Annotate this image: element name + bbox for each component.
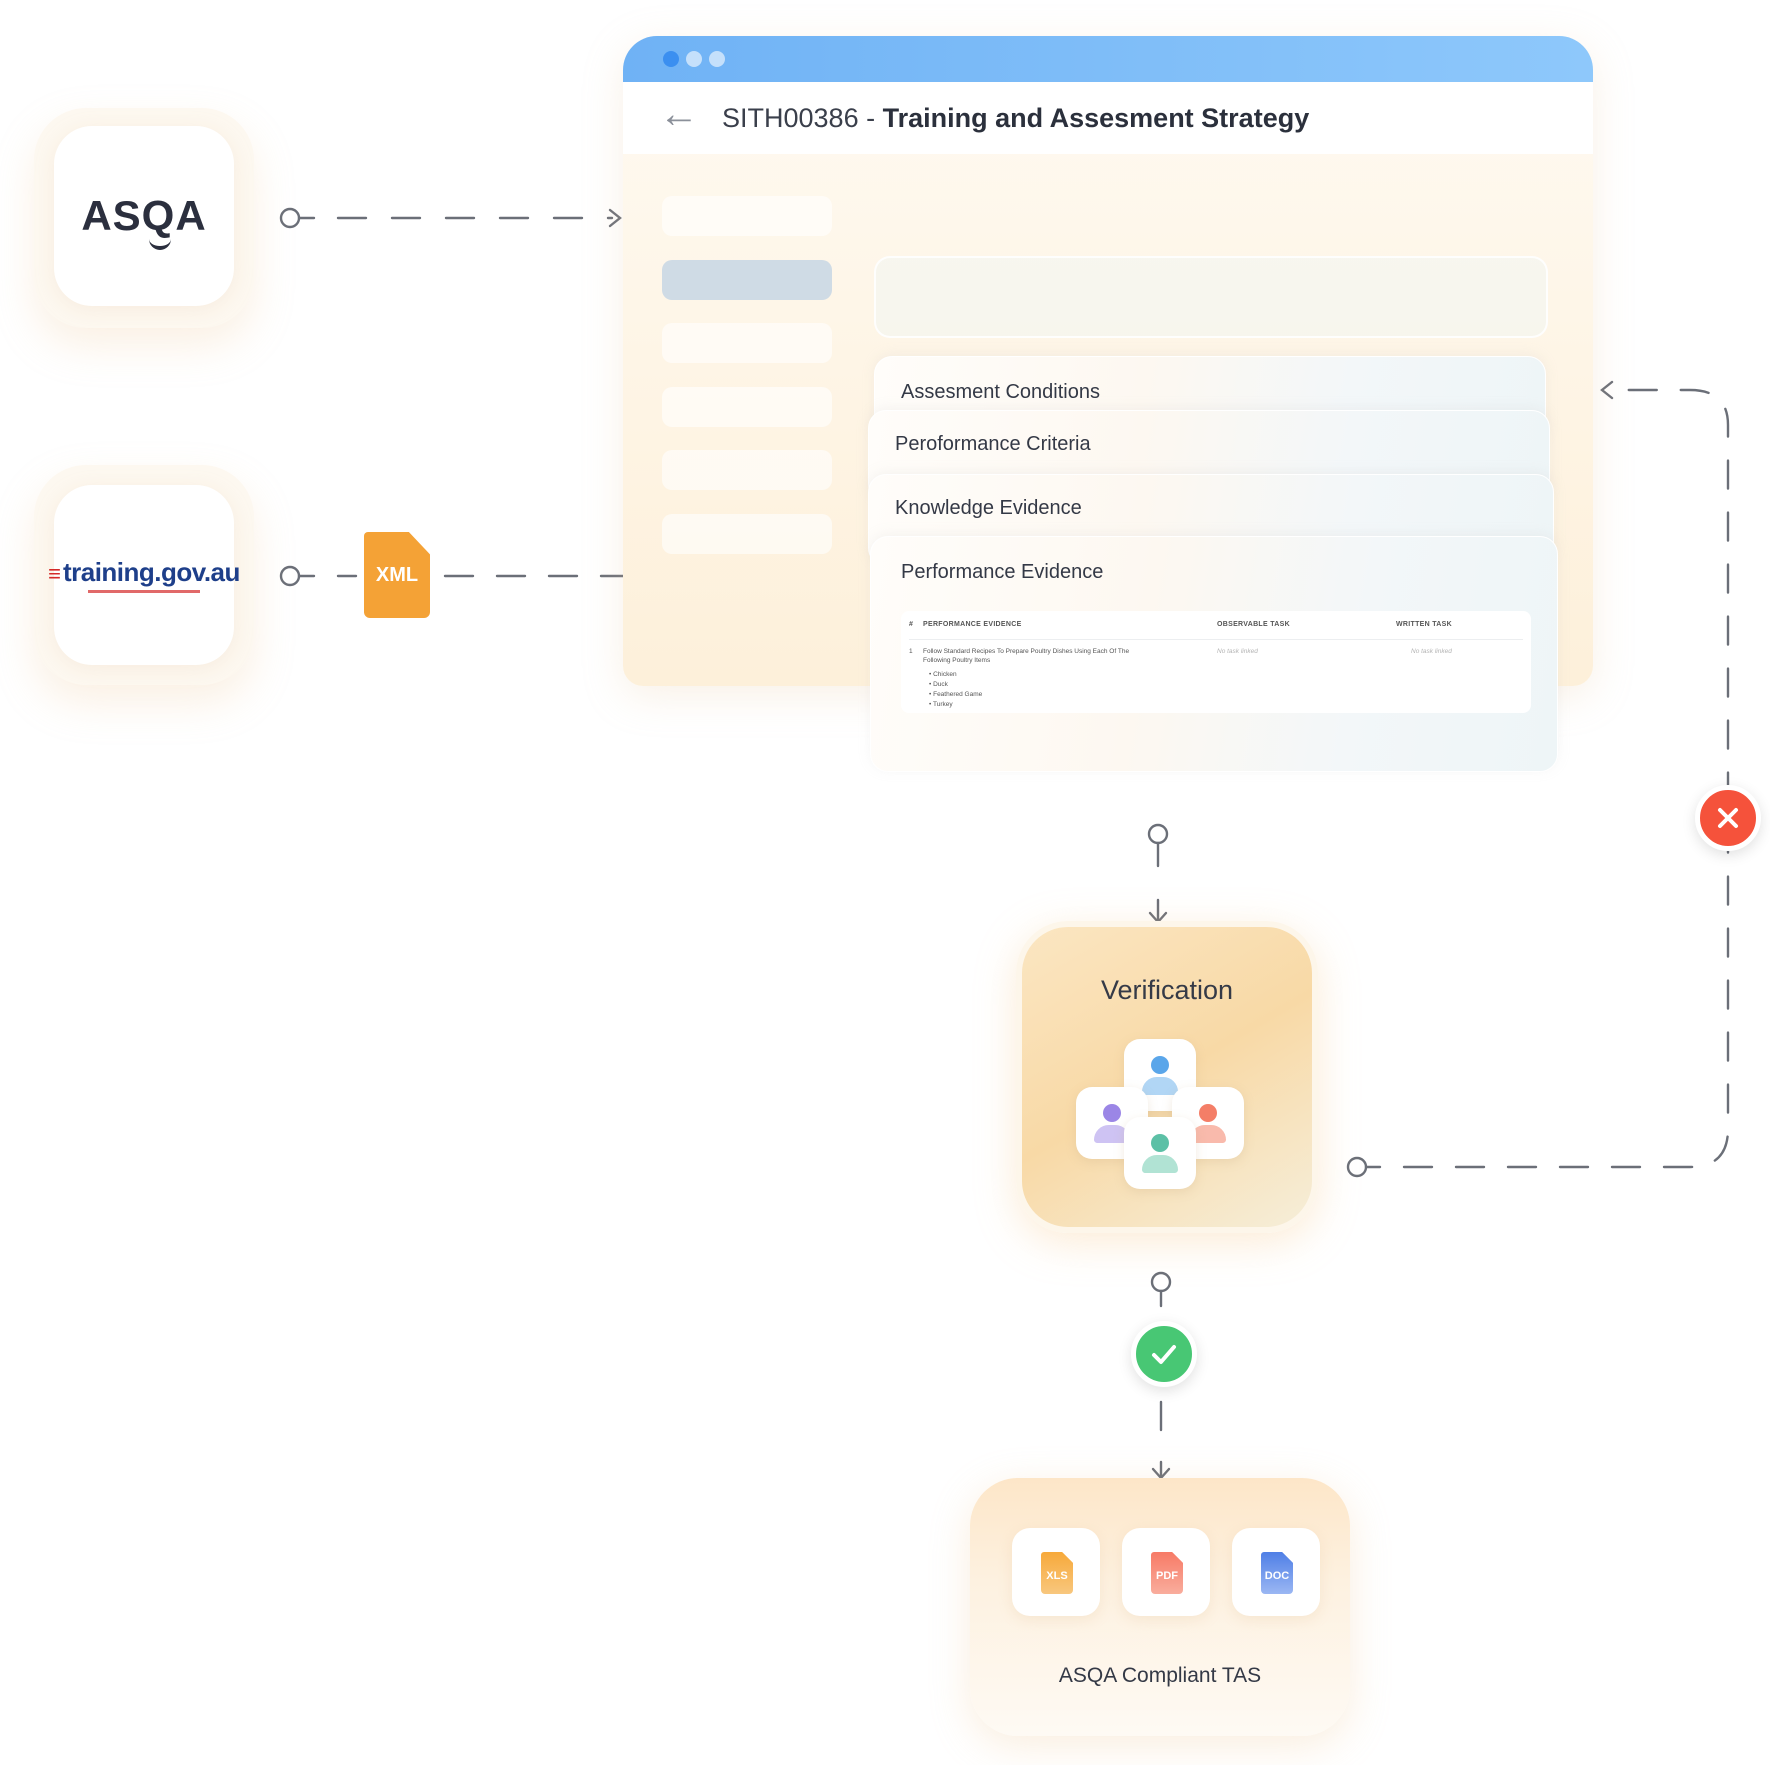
- reviewer-avatar-icon: [1124, 1117, 1196, 1189]
- back-arrow-icon[interactable]: ←: [659, 92, 699, 136]
- window-dot-2[interactable]: [686, 51, 702, 67]
- reviewer-avatar-icon: [1172, 1087, 1244, 1159]
- xml-label: XML: [375, 563, 419, 586]
- output-card: XLS PDF DOC ASQA Compliant TAS: [970, 1478, 1350, 1736]
- row-bullet: • Turkey: [929, 701, 953, 708]
- training-swoosh-icon: ≡: [48, 561, 61, 586]
- table-header-observable: OBSERVABLE TASK: [1217, 621, 1290, 628]
- section-performance-evidence[interactable]: Performance Evidence # PERFORMANCE EVIDE…: [870, 536, 1558, 772]
- training-logo-text: training.gov.au: [62, 557, 240, 587]
- section-label: Performance Evidence: [901, 561, 1104, 583]
- table-header-num: #: [909, 621, 914, 628]
- document-title: Training and Assesment Strategy: [882, 103, 1310, 133]
- sidebar-item-2-active[interactable]: [662, 260, 832, 300]
- sidebar-item-6[interactable]: [662, 514, 832, 554]
- sidebar-item-3[interactable]: [662, 323, 832, 363]
- row-evidence-line1: Follow Standard Recipes To Prepare Poult…: [923, 648, 1130, 655]
- verification-title: Verification: [1100, 975, 1234, 1005]
- pdf-file-icon: PDF: [1151, 1552, 1183, 1594]
- xml-file-icon: XML: [364, 532, 430, 618]
- window-dot-3[interactable]: [709, 51, 725, 67]
- window-dot-1[interactable]: [663, 51, 679, 67]
- pdf-file-card[interactable]: PDF: [1122, 1528, 1210, 1616]
- window-header: ← SITH00386 - Training and Assesment Str…: [623, 82, 1593, 154]
- asqa-logo-card[interactable]: ASQA: [54, 126, 234, 306]
- asqa-logo: ASQA: [81, 192, 206, 250]
- content-placeholder-card: [874, 256, 1548, 338]
- page-title: SITH00386 - Training and Assesment Strat…: [722, 103, 1309, 134]
- doc-file-icon: DOC: [1261, 1552, 1293, 1594]
- success-check-icon: [1131, 1321, 1197, 1387]
- row-bullet: • Chicken: [929, 671, 957, 678]
- training-logo-card[interactable]: ≡training.gov.au: [48, 485, 240, 665]
- row-observable-task[interactable]: No task linked: [1217, 648, 1258, 655]
- row-evidence-line2: Following Poultry Items: [923, 657, 991, 664]
- xls-file-card[interactable]: XLS: [1012, 1528, 1100, 1616]
- training-logo: ≡training.gov.au: [48, 557, 240, 593]
- title-separator: -: [858, 103, 883, 133]
- output-label: ASQA Compliant TAS: [1058, 1664, 1262, 1687]
- sidebar-item-5[interactable]: [662, 450, 832, 490]
- section-label: Knowledge Evidence: [895, 497, 1082, 519]
- sidebar-item-1[interactable]: [662, 196, 832, 236]
- performance-evidence-table: # PERFORMANCE EVIDENCE OBSERVABLE TASK W…: [901, 611, 1531, 713]
- sidebar-item-4[interactable]: [662, 387, 832, 427]
- unit-code: SITH00386: [722, 103, 859, 133]
- row-num: 1: [909, 648, 913, 655]
- section-label: Assesment Conditions: [901, 381, 1100, 403]
- row-bullet: • Duck: [929, 681, 948, 688]
- section-label: Peroformance Criteria: [895, 433, 1091, 455]
- table-header-evidence: PERFORMANCE EVIDENCE: [923, 621, 1022, 628]
- doc-file-card[interactable]: DOC: [1232, 1528, 1320, 1616]
- xls-file-icon: XLS: [1041, 1552, 1073, 1594]
- verification-card: Verification: [1016, 921, 1318, 1233]
- window-titlebar: [623, 36, 1593, 82]
- reject-x-icon: [1695, 785, 1761, 851]
- table-header-written: WRITTEN TASK: [1396, 621, 1452, 628]
- row-bullet: • Feathered Game: [929, 691, 983, 698]
- row-written-task[interactable]: No task linked: [1411, 648, 1452, 655]
